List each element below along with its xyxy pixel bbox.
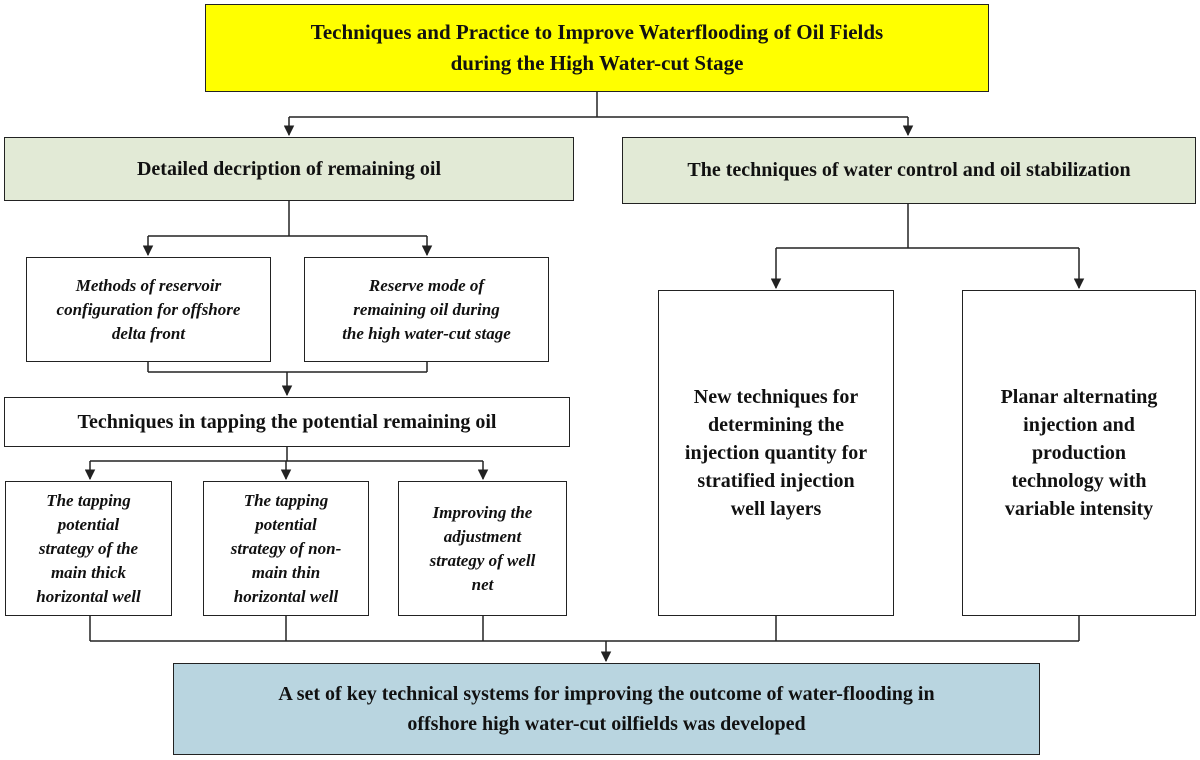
strategy-line: main thick <box>50 562 127 582</box>
sub-box-line: Reserve mode of <box>368 275 485 295</box>
strategy-line: net <box>471 574 494 594</box>
strategy-main-thick: The tapping potential strategy of the ma… <box>5 481 172 616</box>
technique-line: injection quantity for <box>684 442 868 464</box>
strategy-line: potential <box>255 514 317 534</box>
title-line-1: Techniques and Practice to Improve Water… <box>310 20 884 44</box>
sub-box-line: remaining oil during <box>353 299 500 319</box>
left-branch-heading-text: Detailed decription of remaining oil <box>136 157 442 180</box>
strategy-line: The tapping <box>46 490 131 510</box>
left-branch-heading: Detailed decription of remaining oil <box>4 137 574 201</box>
strategy-line: The tapping <box>243 490 329 510</box>
right-branch-heading-text: The techniques of water control and oil … <box>687 159 1131 181</box>
outcome-box: A set of key technical systems for impro… <box>173 663 1040 755</box>
strategy-non-main-thin: The tapping potential strategy of non- m… <box>203 481 369 616</box>
technique-planar-alternating: Planar alternating injection and product… <box>962 290 1196 616</box>
right-branch-heading: The techniques of water control and oil … <box>622 137 1196 204</box>
technique-line: New techniques for <box>693 386 859 408</box>
strategy-line: potential <box>57 514 120 534</box>
sub-box-line: the high water-cut stage <box>342 323 511 343</box>
technique-line: variable intensity <box>1004 498 1154 520</box>
technique-injection-quantity: New techniques for determining the injec… <box>658 290 894 616</box>
technique-line: determining the <box>707 414 845 436</box>
sub-box-reserve-mode: Reserve mode of remaining oil during the… <box>304 257 549 362</box>
sub-box-line: configuration for offshore <box>56 299 241 319</box>
strategy-line: main thin <box>251 562 321 582</box>
outcome-line-1: A set of key technical systems for impro… <box>278 683 935 705</box>
technique-line: production <box>1031 442 1127 464</box>
strategy-line: horizontal well <box>233 586 339 606</box>
tapping-heading: Techniques in tapping the potential rema… <box>4 397 570 447</box>
technique-line: injection and <box>1023 414 1135 436</box>
technique-line: well layers <box>730 498 822 520</box>
strategy-line: strategy of the <box>38 538 139 558</box>
technique-line: Planar alternating <box>1000 386 1158 408</box>
sub-box-line: delta front <box>111 323 186 343</box>
outcome-line-2: offshore high water-cut oilfields was de… <box>407 713 806 735</box>
technique-line: technology with <box>1011 470 1147 492</box>
title-line-2: during the High Water-cut Stage <box>450 51 744 75</box>
tapping-heading-text: Techniques in tapping the potential rema… <box>77 410 497 433</box>
sub-box-line: Methods of reservoir <box>75 275 222 295</box>
strategy-line: strategy of well <box>429 550 536 570</box>
strategy-line: strategy of non- <box>230 538 342 558</box>
strategy-line: horizontal well <box>36 586 141 606</box>
strategy-well-net: Improving the adjustment strategy of wel… <box>398 481 567 616</box>
technique-line: stratified injection <box>697 470 855 492</box>
strategy-line: Improving the <box>432 502 533 522</box>
title-box: Techniques and Practice to Improve Water… <box>205 4 989 92</box>
sub-box-reservoir-configuration: Methods of reservoir configuration for o… <box>26 257 271 362</box>
strategy-line: adjustment <box>443 526 522 546</box>
